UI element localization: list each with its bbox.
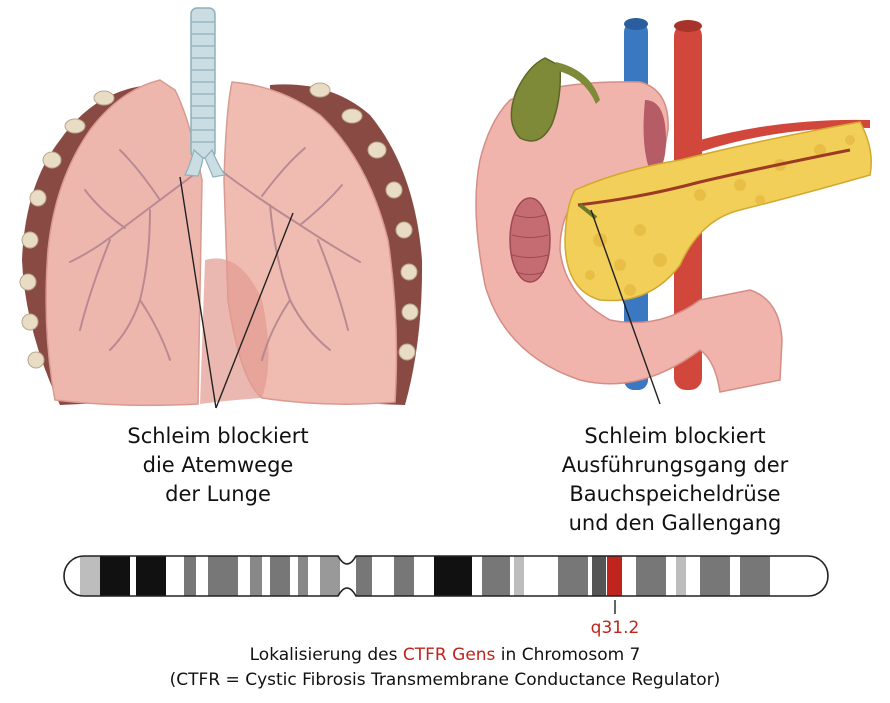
gallbladder: [510, 57, 562, 142]
chromosome-7: [63, 555, 829, 614]
caption-line-1: Lokalisierung des CTFR Gens in Chromosom…: [120, 643, 770, 668]
pancreas-label-line-2: Ausführungsgang der: [561, 453, 789, 477]
lung-label-line-3: der Lunge: [165, 482, 271, 506]
rib-nodules: [19, 82, 419, 369]
caption-line-1-post: in Chromosom 7: [495, 645, 641, 665]
lung-label-line-1: Schleim blockiert: [127, 424, 309, 448]
lung-pointer-lines: [179, 176, 294, 409]
chromosome-outline: [63, 555, 829, 597]
pancreas-texture: [585, 135, 855, 296]
lung-label-line-2: die Atemwege: [142, 453, 294, 477]
lungs-illustration: [19, 7, 423, 409]
stomach-duodenum: [475, 81, 783, 393]
pancreatic-duct: [577, 148, 851, 207]
pancreas-pointer-line: [590, 209, 661, 405]
pancreas-label-line-3: Bauchspeicheldrüse: [569, 482, 781, 506]
heart-shadow: [200, 258, 269, 404]
digestive-illustration: [475, 18, 872, 405]
band-label: q31.2: [590, 618, 640, 638]
caption-gene-name: CTFR Gens: [402, 645, 496, 665]
duodenum-opening: [643, 100, 666, 176]
bronchial-tree: [69, 147, 361, 361]
pancreas-label-line-4: und den Gallengang: [568, 511, 782, 535]
pancreas-label: Schleim blockiert Ausführungsgang der Ba…: [510, 422, 840, 538]
caption: Lokalisierung des CTFR Gens in Chromosom…: [120, 643, 770, 693]
stomach-opening: [509, 197, 551, 283]
caption-line-1-pre: Lokalisierung des: [249, 645, 403, 665]
caption-line-2: (CTFR = Cystic Fibrosis Transmembrane Co…: [169, 670, 721, 690]
trachea: [184, 7, 227, 178]
lung-label: Schleim blockiert die Atemwege der Lunge: [98, 422, 338, 509]
left-lung: [45, 79, 203, 407]
pancreas: [564, 121, 872, 302]
pancreas-label-line-1: Schleim blockiert: [584, 424, 766, 448]
cftr-band-q31-2: [607, 556, 622, 596]
bile-duct: [554, 62, 600, 104]
